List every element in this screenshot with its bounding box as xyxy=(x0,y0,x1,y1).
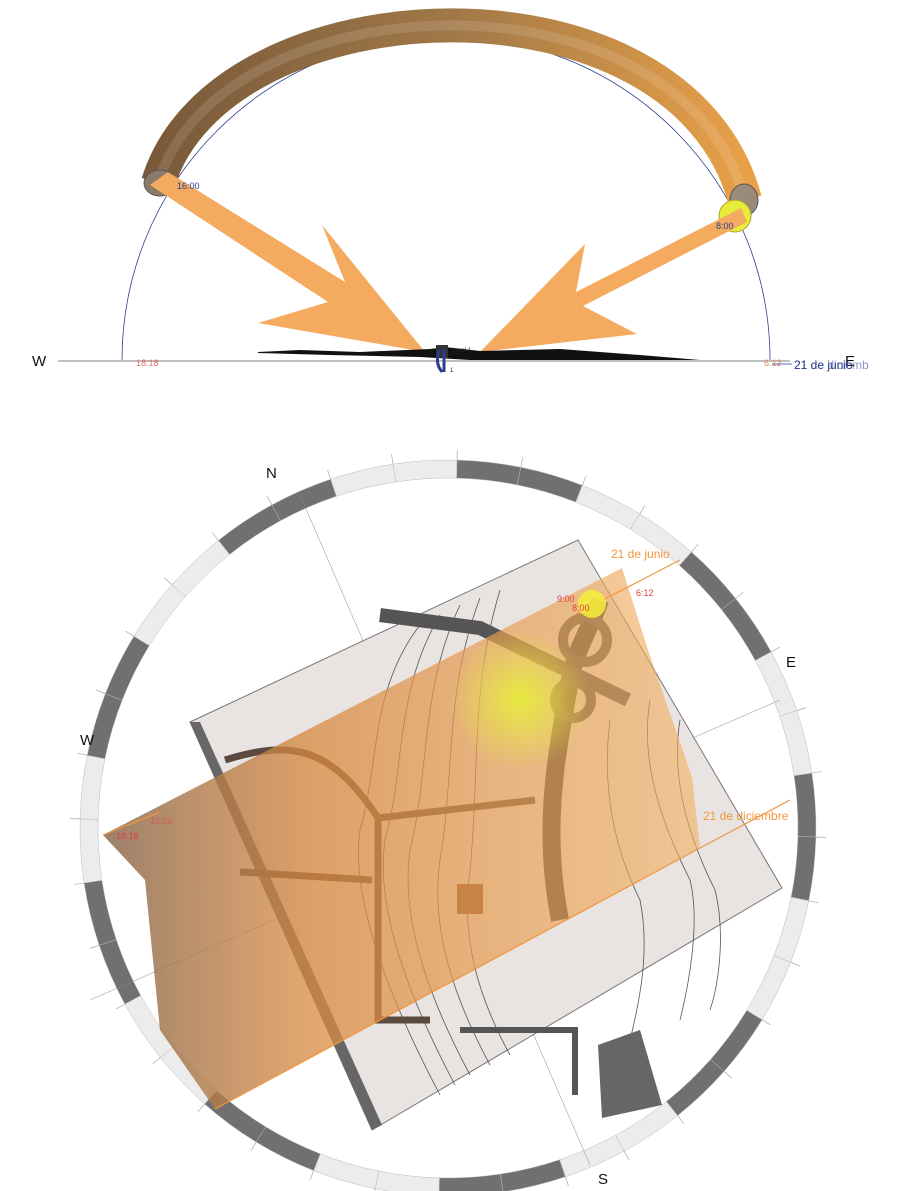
plan-north-label: N xyxy=(266,465,277,482)
compass-ring-segment xyxy=(746,955,791,1021)
summer-morning-time: 8:00 xyxy=(716,221,734,231)
compass-ring-segment xyxy=(79,754,106,820)
december-label: 21 de diciembre xyxy=(703,809,789,823)
compass-tick xyxy=(520,457,524,468)
elevation-east-label: E xyxy=(845,353,855,370)
west-sunset: 18:18 xyxy=(116,831,139,841)
compass-ring-segment xyxy=(790,836,817,902)
compass-ring-segment xyxy=(83,880,117,946)
compass-ring xyxy=(70,450,826,1191)
west-afternoon: 16:00 xyxy=(150,816,173,826)
compass-tick xyxy=(582,475,587,486)
level-marker xyxy=(435,349,446,373)
sun-path-tube xyxy=(141,8,762,205)
compass-tick xyxy=(197,1103,205,1112)
winter-sunrise-line xyxy=(699,799,791,849)
compass-ring-segment xyxy=(500,1159,566,1191)
compass-ring-segment xyxy=(313,1153,380,1190)
compass-tick xyxy=(327,469,331,480)
legend-december-label: 21 de diciemb xyxy=(794,358,869,372)
compass-tick xyxy=(374,1188,376,1191)
compass-ring-segment xyxy=(456,459,522,486)
legend-june-label: 21 de junio xyxy=(794,358,853,372)
compass-ring-segment xyxy=(218,504,281,555)
compass-tick xyxy=(623,1150,630,1161)
compass-tick xyxy=(152,1057,161,1065)
level-marker-label: Level 1 xyxy=(452,348,472,354)
sun-ray-arrow-east xyxy=(480,208,747,352)
compass-ring-segment xyxy=(721,598,772,661)
winter-sunrise-time: 6:12 xyxy=(764,358,782,368)
june-label: 21 de junio xyxy=(611,547,670,561)
compass-ring-segment xyxy=(793,772,817,838)
elevation-west-label: W xyxy=(32,353,47,370)
compass-ring-segment xyxy=(392,459,458,483)
compass-ring-segment xyxy=(98,939,142,1005)
compass-tick xyxy=(309,1170,314,1181)
compass-ring-segment xyxy=(575,485,641,530)
compass-tick xyxy=(95,689,106,694)
sun-path-plan: N E S W 21 de junio 21 de diciembre 9:00… xyxy=(70,450,826,1191)
compass-tick xyxy=(115,1003,126,1010)
compass-tick xyxy=(691,544,699,553)
compass-ring-segment xyxy=(773,896,810,963)
summer-afternoon-time: 16:00 xyxy=(177,181,200,191)
compass-tick xyxy=(770,646,781,653)
compass-tick xyxy=(250,1141,257,1151)
compass-tick xyxy=(796,707,807,711)
compass-ring-segment xyxy=(133,584,186,646)
compass-tick xyxy=(565,1176,569,1187)
compass-tick xyxy=(735,591,744,599)
compass-ring-segment xyxy=(330,463,396,497)
compass-tick xyxy=(808,900,819,904)
compass-tick xyxy=(723,1071,732,1079)
compass-ring-segment xyxy=(105,635,150,701)
compass-ring-segment xyxy=(271,478,337,522)
june-sunrise: 6:12 xyxy=(636,588,654,598)
compass-tick xyxy=(125,630,135,637)
compass-tick xyxy=(790,962,801,967)
sun-ray-arrow-west xyxy=(150,172,425,352)
compass-tick xyxy=(391,454,394,465)
compass-tick xyxy=(74,882,85,885)
compass-ring-segment xyxy=(79,818,103,884)
terrain-silhouette xyxy=(258,347,700,360)
side-road xyxy=(460,1027,578,1095)
compass-ring-segment xyxy=(374,1170,440,1191)
compass-tick xyxy=(77,752,88,756)
sun-path-elevation: W E 16:00 8:00 18:18 6:12 21 de junio 21… xyxy=(32,8,869,374)
level-marker-sub: 1 xyxy=(450,368,454,374)
compass-ring-segment xyxy=(86,693,123,760)
compass-ring-segment xyxy=(679,551,736,611)
compass-tick xyxy=(89,945,100,949)
compass-ring-segment xyxy=(438,1173,504,1191)
compass-tick xyxy=(677,1115,685,1124)
compass-ring-segment xyxy=(779,710,813,776)
compass-tick xyxy=(164,577,173,585)
june-morning-b: 8:00 xyxy=(572,603,590,613)
winter-sunset-time: 18:18 xyxy=(136,358,159,368)
plan-south-label: S xyxy=(598,1171,608,1188)
plan-west-label: W xyxy=(80,732,95,749)
compass-tick xyxy=(266,495,273,506)
plan-east-label: E xyxy=(786,654,796,671)
compass-ring-segment xyxy=(516,466,583,503)
compass-ring-segment xyxy=(255,1126,321,1171)
summer-sunset-line xyxy=(214,847,701,1110)
compass-ring-segment xyxy=(171,540,231,597)
sun-glow xyxy=(450,630,590,770)
compass-ring-segment xyxy=(710,1010,763,1072)
plan-sun-icon xyxy=(578,590,606,618)
compass-tick xyxy=(811,771,822,774)
compass-tick xyxy=(761,1019,771,1026)
june-morning-a: 9:00 xyxy=(557,594,575,604)
compass-ring-segment xyxy=(559,1134,625,1178)
sun-path-tube-highlight xyxy=(153,20,750,202)
compass-ring-segment xyxy=(665,1059,725,1116)
compass-tick xyxy=(211,532,219,541)
compass-tick xyxy=(639,505,646,515)
dark-parking xyxy=(598,1030,662,1118)
winter-sunset-line xyxy=(102,811,161,836)
